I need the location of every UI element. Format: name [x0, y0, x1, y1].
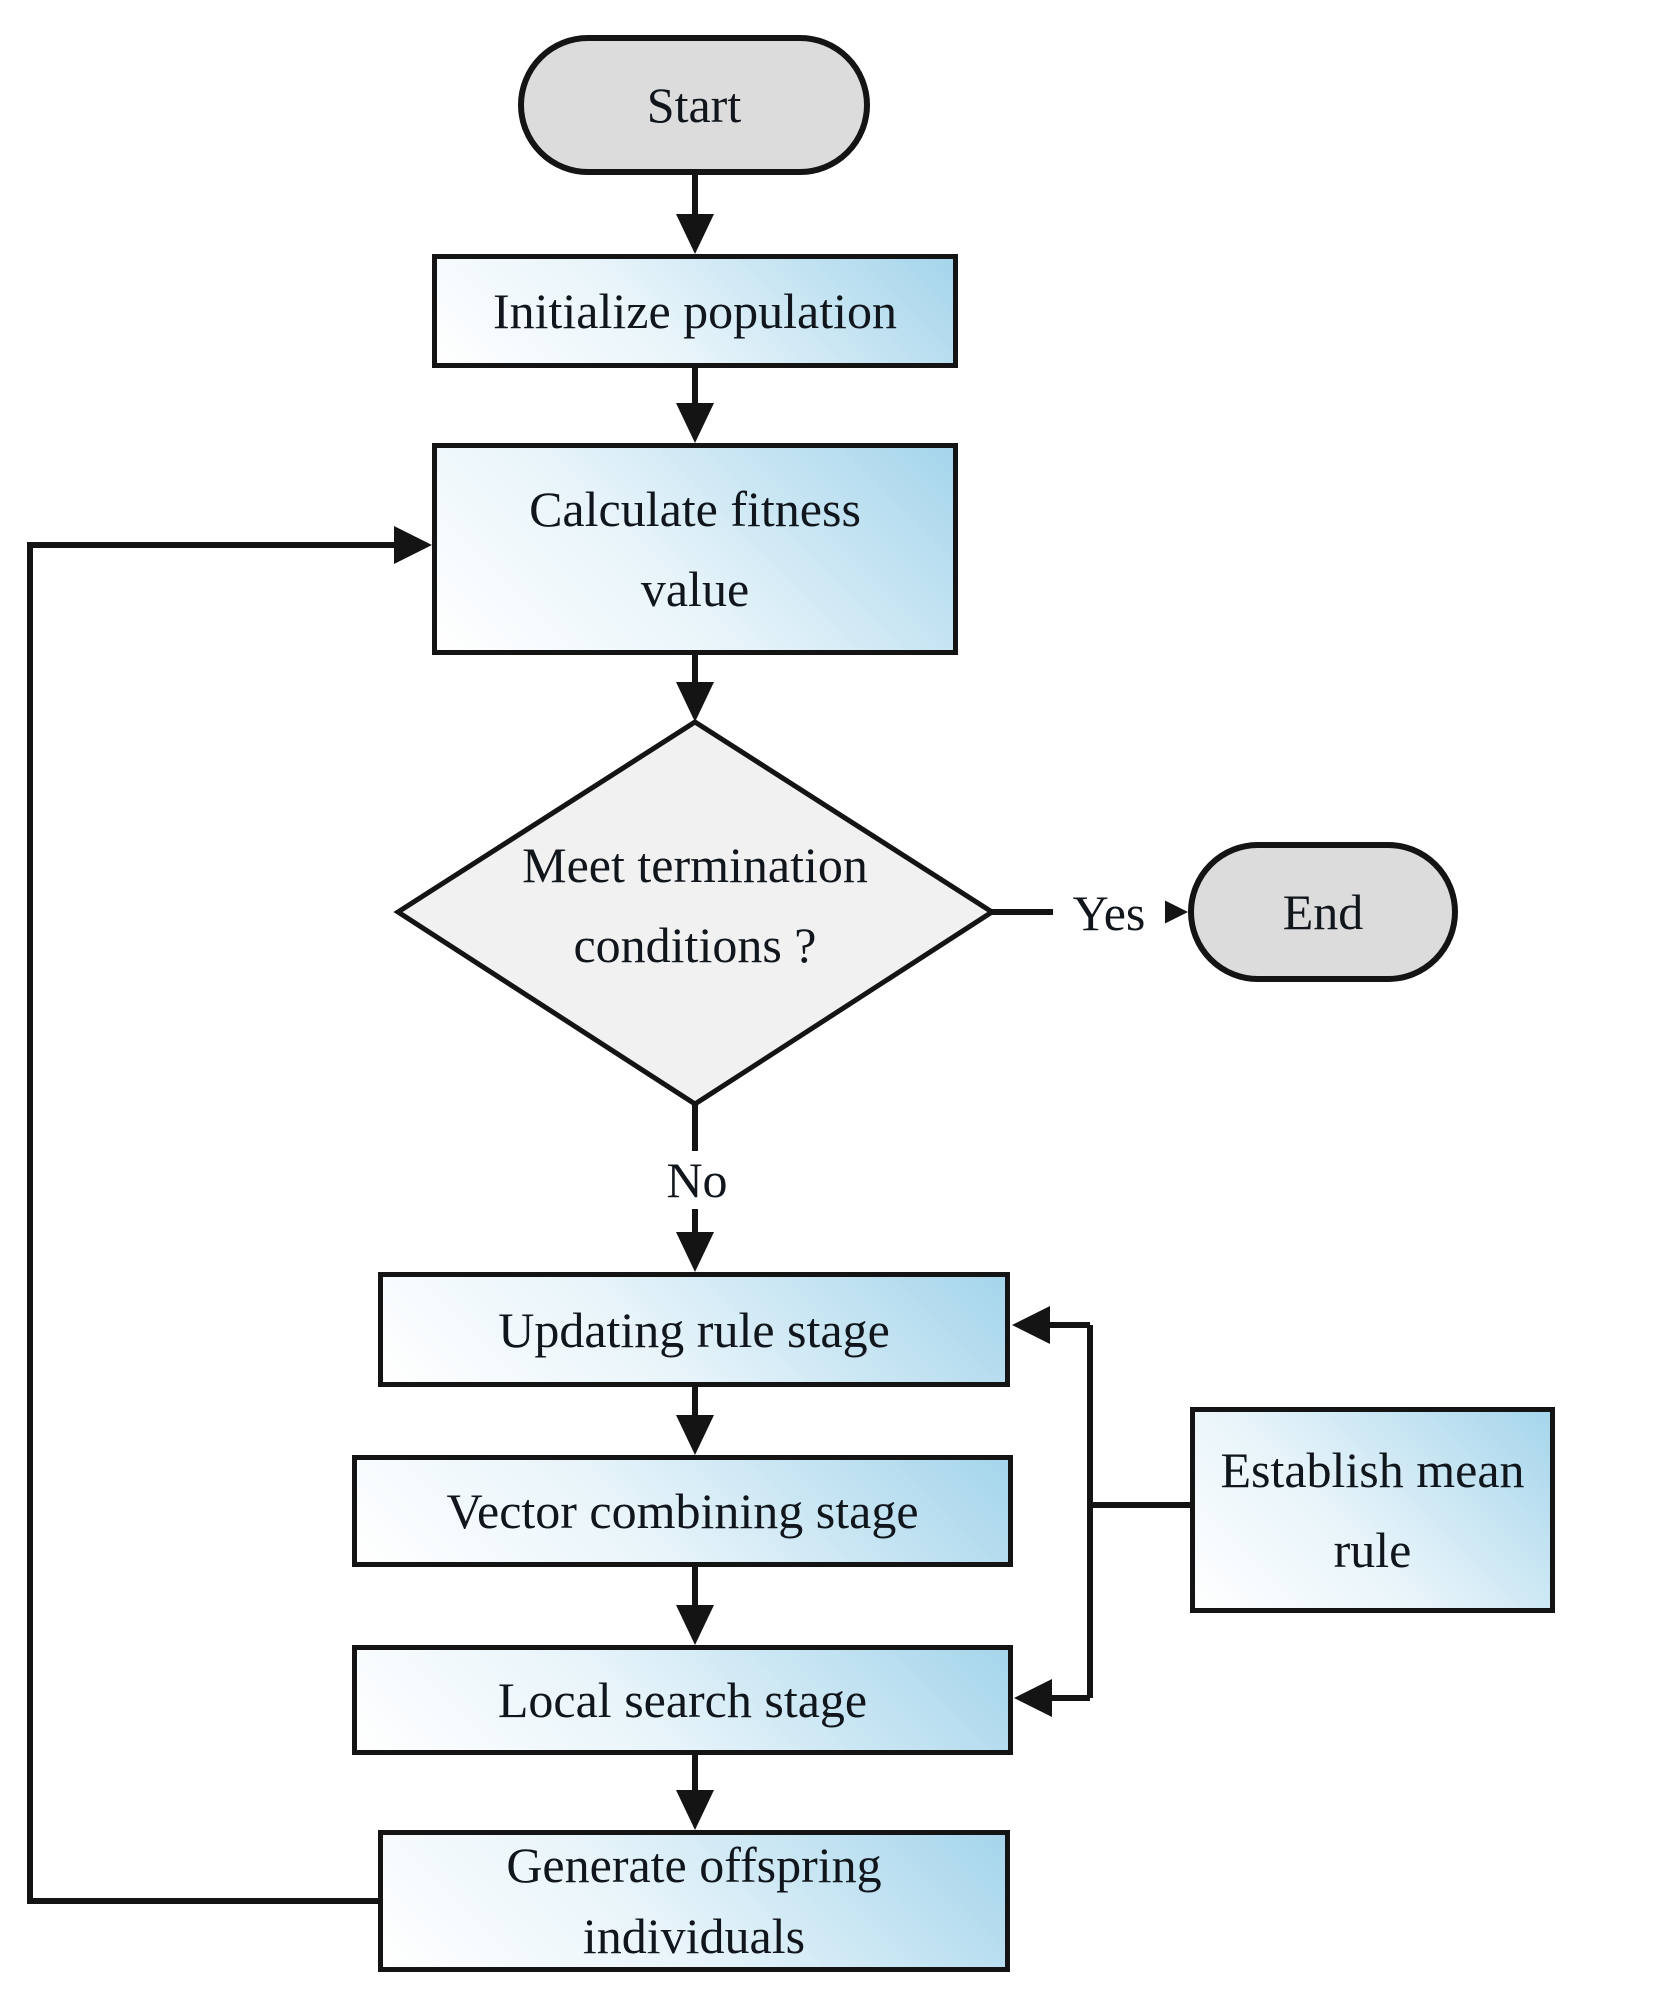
updating-rule-stage-node: Updating rule stage [378, 1272, 1010, 1387]
arrowhead-decision [676, 682, 714, 722]
yes-edge-label: Yes [1053, 884, 1165, 942]
calculate-fitness-label: Calculate fitness value [529, 481, 861, 617]
edge-establish-branches [1048, 1322, 1190, 1701]
generate-offspring-label: Generate offspring individuals [506, 1837, 882, 1964]
end-node: End [1188, 842, 1458, 982]
start-node: Start [518, 35, 870, 175]
initialize-population-node: Initialize population [432, 254, 958, 368]
start-label: Start [646, 77, 742, 133]
arrowhead-generate [676, 1790, 714, 1830]
local-search-stage-node: Local search stage [352, 1645, 1013, 1755]
vector-combining-stage-label: Vector combining stage [446, 1483, 919, 1539]
arrowhead-updating [676, 1232, 714, 1272]
initialize-population-label: Initialize population [492, 283, 898, 339]
arrowhead-vector [676, 1415, 714, 1455]
arrowhead-local [676, 1605, 714, 1645]
establish-mean-rule-node: Establish mean rule [1190, 1407, 1555, 1613]
vector-combining-stage-node: Vector combining stage [352, 1455, 1013, 1567]
local-search-stage-label: Local search stage [497, 1672, 868, 1728]
no-edge-label: No [645, 1151, 749, 1209]
end-label: End [1282, 884, 1364, 940]
arrowhead-local-right [1014, 1679, 1052, 1717]
calculate-fitness-node: Calculate fitness value [432, 443, 958, 655]
updating-rule-stage-label: Updating rule stage [498, 1301, 890, 1358]
arrowhead-updating-right [1012, 1306, 1050, 1344]
arrowhead-calculate [676, 403, 714, 443]
arrowhead-feedback [394, 526, 432, 564]
generate-offspring-node: Generate offspring individuals [378, 1830, 1010, 1972]
termination-decision-label: Meet termination conditions ? [522, 837, 868, 973]
establish-mean-rule-label: Establish mean rule [1220, 1442, 1525, 1578]
edge-feedback-loop [27, 542, 394, 1904]
termination-decision-node: Meet termination conditions ? [425, 790, 965, 1020]
arrowhead-initialize [676, 214, 714, 254]
